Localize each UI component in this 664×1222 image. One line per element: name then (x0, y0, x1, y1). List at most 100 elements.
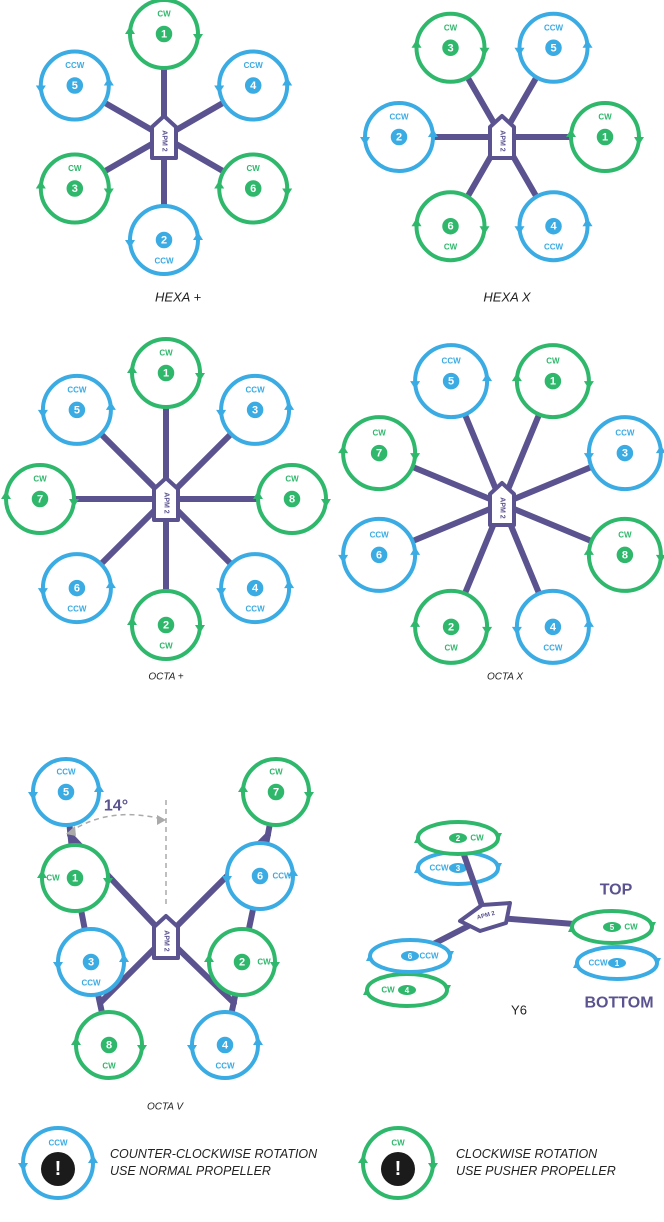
rotation-label: CCW (370, 530, 390, 539)
rotation-label: CCW (588, 959, 608, 968)
motor-number: 1 (163, 368, 169, 380)
motor-number-badge (154, 24, 174, 44)
motor-number: 6 (447, 221, 453, 233)
rotation-arrow-icon (648, 922, 656, 930)
rotation-arrow-icon (103, 878, 113, 886)
rotation-arrow-icon (125, 26, 135, 34)
motor-number: 3 (88, 957, 94, 969)
motor-number-badge (369, 443, 389, 463)
motor-number: 6 (376, 549, 382, 561)
motor-number-badge (65, 75, 85, 96)
motor-number: 6 (74, 583, 80, 595)
angle-label: 14° (104, 798, 128, 815)
motor-number: 3 (252, 404, 258, 416)
motor-number-badge (56, 782, 76, 802)
frame-arm (222, 789, 279, 1048)
rotation-arrow-icon (360, 137, 370, 145)
rotation-label: CW (546, 357, 560, 366)
rotation-arrow-icon (214, 180, 225, 189)
motor-number-badge (65, 868, 85, 888)
rotation-arrow-icon (411, 218, 422, 227)
motor-number: 5 (63, 787, 69, 799)
board-label: APM 2 (476, 911, 496, 922)
motor-number: 1 (161, 29, 167, 41)
rotation-arrow-icon (195, 373, 205, 381)
motor-8: 8 CW (583, 516, 664, 593)
rotation-arrow-icon (94, 784, 104, 792)
motor-3: 3CW (411, 11, 490, 84)
motor-number: 8 (622, 549, 628, 561)
motor-2: 2CW (410, 588, 493, 665)
rotation-label: CCW (67, 385, 87, 394)
frame-name: HEXA X (483, 290, 532, 305)
rotation-arrow-icon (410, 546, 421, 555)
rotation-label: CCW (244, 61, 264, 70)
motor-number-badge (543, 38, 564, 58)
flight-controller: APM 2 (488, 481, 516, 527)
rotation-label: CCW (543, 643, 563, 652)
rotation-arrow-icon (282, 188, 293, 197)
rotation-arrow-icon (253, 1037, 263, 1045)
rotation-label: CCW (154, 257, 174, 266)
rotation-arrow-icon (479, 226, 490, 235)
frame-name: Y6 (511, 1003, 527, 1018)
motor-number-badge (543, 216, 564, 236)
rotation-arrow-icon (338, 554, 349, 563)
rotation-label: CW (618, 530, 632, 539)
rotation-arrow-icon (195, 625, 205, 633)
motor-number-badge (266, 782, 286, 802)
rotation-arrow-icon (119, 954, 129, 962)
motor-number: 1 (615, 959, 620, 968)
rotation-arrow-icon (363, 987, 371, 995)
legend-line-2: USE PUSHER PROPELLER (456, 1164, 616, 1178)
rotation-arrow-icon (655, 554, 664, 563)
rotation-arrow-icon (284, 401, 295, 410)
flight-controller: APM 2 (152, 476, 180, 522)
rotation-arrow-icon (88, 1155, 98, 1163)
motor-number-badge (215, 1035, 235, 1055)
motor-number: 5 (74, 404, 80, 416)
motor-number-badge (243, 178, 263, 199)
rotation-label: CW (372, 429, 386, 438)
rotation-label: CW (159, 349, 173, 358)
rotation-arrow-icon (482, 626, 493, 635)
motor-number-badge (389, 127, 409, 147)
rotation-label: CW (391, 1139, 405, 1148)
rotation-arrow-icon (69, 499, 79, 507)
rotation-arrow-icon (284, 580, 295, 589)
rotation-label: CCW (246, 385, 266, 394)
motor-number: 1 (550, 376, 556, 388)
motor-8: 8CW (253, 463, 331, 535)
flight-controller: APM 2 (488, 114, 516, 160)
motor-3: 3CW (35, 152, 114, 225)
motor-number: 4 (252, 583, 259, 595)
motor-4: 4CW (363, 972, 451, 1008)
exclamation-icon (41, 1152, 75, 1186)
motor-number-badge (156, 615, 176, 635)
rotation-arrow-icon (428, 129, 438, 137)
motor-6: 6CW (214, 152, 293, 225)
motor-number-badge (232, 952, 252, 972)
rotation-label: CCW (429, 864, 449, 873)
motor-number: 5 (610, 923, 615, 932)
rotation-label: CW (381, 986, 395, 995)
rotation-label: CW (598, 113, 612, 122)
rotation-arrow-icon (479, 47, 490, 56)
rotation-label: CW (33, 475, 47, 484)
rotation-arrow-icon (214, 85, 225, 94)
motor-number-badge (595, 127, 615, 147)
frame-name: OCTA X (487, 672, 523, 683)
motor-number: 2 (456, 834, 461, 843)
rotation-arrow-icon (127, 365, 137, 373)
rotation-arrow-icon (103, 77, 114, 86)
motor-6: 6CW (411, 190, 490, 263)
rotation-arrow-icon (414, 865, 422, 873)
